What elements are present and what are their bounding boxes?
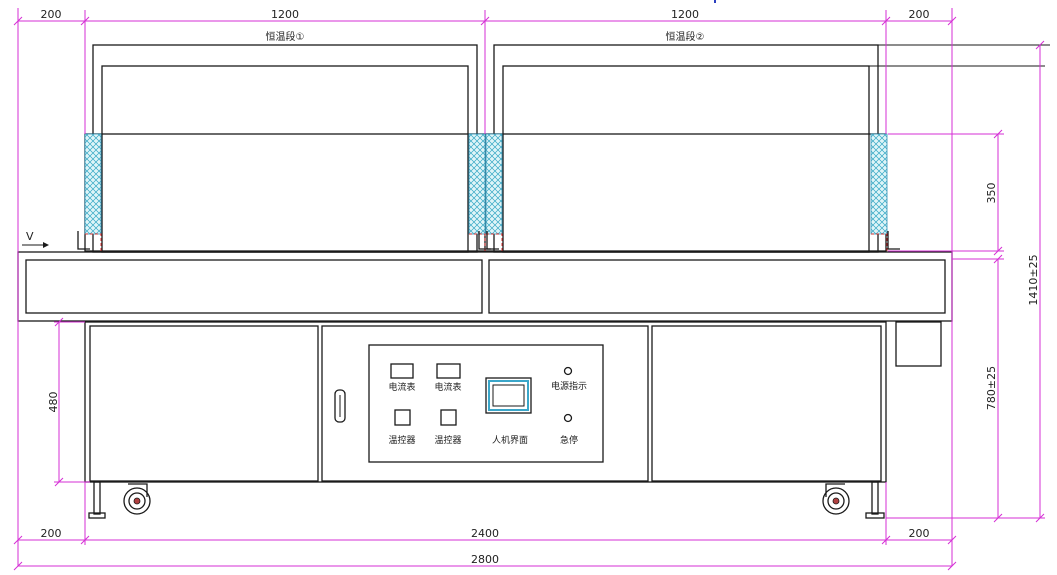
insulation-mid-right — [485, 133, 503, 235]
heating-chamber — [84, 133, 887, 252]
dim-top-left: 200 — [41, 8, 62, 21]
dim-overall-width: 2800 — [471, 553, 499, 566]
cabinet-door-center — [321, 325, 649, 482]
hidden-lines — [85, 233, 888, 251]
insulation-left — [84, 133, 102, 235]
temp-controller-2-box — [440, 409, 457, 426]
side-box — [895, 321, 942, 367]
conveyor-direction: V — [22, 230, 49, 248]
ammeter-2-box — [436, 363, 461, 379]
direction-label: V — [26, 230, 34, 243]
door-handle — [334, 389, 346, 423]
temp-controller-1-box — [394, 409, 411, 426]
dim-zone-height: 350 — [985, 183, 998, 204]
insulation-mid-left — [468, 133, 486, 235]
dimension-labels: 200 1200 1200 200 200 2400 200 2800 350 … — [41, 8, 1041, 566]
hood-zone-2 — [493, 44, 879, 253]
dim-bottom-mid: 2400 — [471, 527, 499, 540]
dim-bottom-left: 200 — [41, 527, 62, 540]
conveyor-brackets — [77, 231, 900, 250]
temp-controller-2-label: 温控器 — [434, 434, 461, 446]
dim-cabinet-height: 780±25 — [985, 366, 998, 410]
caster-wheel-right — [822, 483, 850, 515]
leveling-foot-right — [865, 481, 885, 519]
leveling-foot-left — [88, 481, 106, 519]
emergency-stop-label: 急停 — [560, 434, 578, 446]
hmi-label: 人机界面 — [492, 434, 528, 446]
zone-2-title: 恒温段② — [666, 30, 705, 43]
hood-zone-1 — [92, 44, 478, 253]
zone-1-title: 恒温段① — [266, 30, 305, 43]
ammeter-2-label: 电流表 — [434, 381, 461, 393]
dim-top-zone1: 1200 — [271, 8, 299, 21]
insulation-blocks — [84, 133, 888, 235]
caster-wheel-left — [123, 483, 151, 515]
dim-bottom-right: 200 — [909, 527, 930, 540]
dimension-lines — [13, 8, 1045, 571]
cabinet-door-left — [89, 325, 319, 482]
power-indicator-label: 电源指示 — [551, 380, 587, 392]
lower-cabinet — [84, 321, 942, 483]
ammeter-1-box — [390, 363, 414, 379]
temp-controller-1-label: 温控器 — [388, 434, 415, 446]
dim-total-height: 1410±25 — [1027, 254, 1040, 305]
hmi-screen — [485, 377, 532, 414]
dim-top-zone2: 1200 — [671, 8, 699, 21]
dim-top-right: 200 — [909, 8, 930, 21]
emergency-stop-button — [563, 413, 573, 423]
cabinet-door-right — [651, 325, 882, 482]
dim-lower-height: 480 — [47, 392, 60, 413]
control-panel: 电流表 电流表 温控器 温控器 人机界面 电源指示 急停 — [368, 344, 604, 463]
conveyor-band — [17, 251, 953, 322]
power-indicator-lamp — [563, 366, 573, 376]
insulation-right — [870, 133, 888, 235]
ammeter-1-label: 电流表 — [388, 381, 415, 393]
